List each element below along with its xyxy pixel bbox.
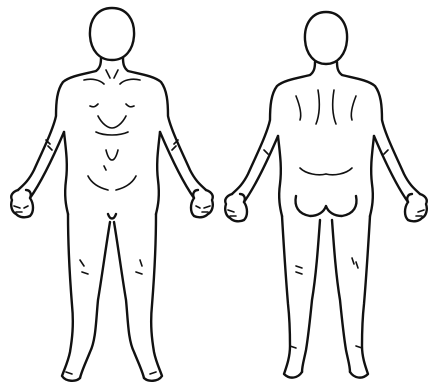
front-left-leg-inner [80, 222, 110, 378]
back-right-side [337, 62, 420, 194]
back-left-hand [225, 194, 247, 221]
front-right-hand [191, 190, 213, 217]
back-torso-right [370, 136, 374, 216]
front-crotch [108, 214, 116, 219]
front-right-side [123, 58, 206, 190]
back-right-leg-outer [350, 216, 370, 378]
back-spine-lines [316, 90, 336, 124]
front-torso-right [156, 132, 160, 214]
front-abdomen-lines [88, 150, 136, 190]
back-right-hand [405, 194, 427, 221]
back-left-leg-outer [282, 216, 302, 378]
front-right-leg-outer [144, 214, 162, 381]
back-left-leg-inner [302, 220, 320, 372]
back-elbow-marks [264, 150, 388, 154]
back-left-hand-detail [228, 210, 236, 216]
back-buttocks [296, 196, 357, 216]
back-knee-marks [296, 258, 358, 274]
back-right-leg-inner [332, 220, 350, 372]
front-torso-left [64, 132, 68, 214]
back-body-figure [225, 12, 427, 378]
front-left-hand-detail [14, 206, 28, 212]
front-head [90, 8, 134, 60]
back-left-side [232, 62, 315, 194]
back-right-hand-detail [416, 210, 424, 216]
back-head [305, 12, 347, 64]
front-left-side [18, 58, 101, 190]
front-left-hand [11, 190, 33, 217]
front-chest-lines [90, 104, 134, 135]
front-body-figure [11, 8, 213, 381]
back-scapula-lines [296, 96, 356, 120]
back-torso-left [278, 136, 282, 216]
front-left-leg-outer [62, 214, 80, 381]
front-knee-marks [80, 260, 142, 274]
front-right-leg-inner [114, 222, 144, 378]
back-heel-marks [290, 346, 362, 348]
back-lower-back-lines [300, 168, 352, 175]
front-right-hand-detail [196, 206, 210, 212]
